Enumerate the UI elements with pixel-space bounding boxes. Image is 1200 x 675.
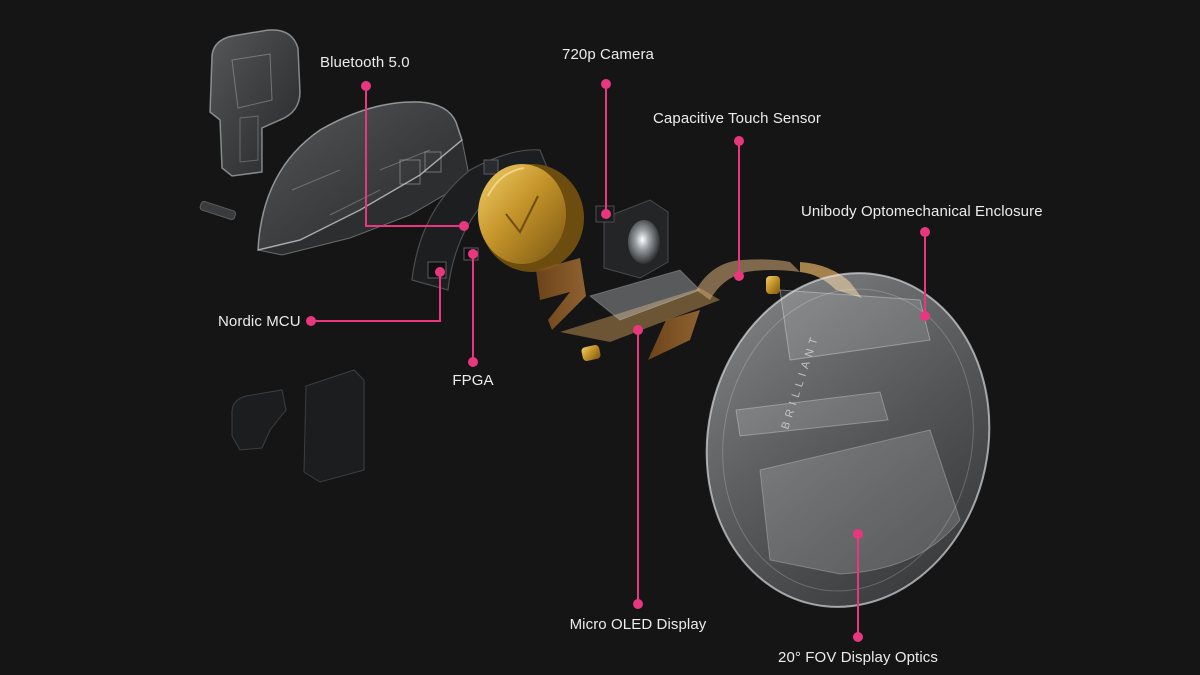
label-oled: Micro OLED Display (569, 616, 707, 633)
dot-optics-label (853, 632, 863, 642)
label-touch-sensor: Capacitive Touch Sensor (653, 110, 821, 127)
flex-cables (536, 258, 862, 360)
battery-cell (478, 164, 584, 272)
optics-enclosure: BRILLIANT (705, 272, 991, 608)
dot-optics-part (853, 529, 863, 539)
dot-touch-label (734, 136, 744, 146)
dot-enclosure-part (920, 311, 930, 321)
dot-mcu-part (435, 267, 445, 277)
screw (199, 200, 237, 221)
leader-bluetooth (365, 86, 464, 227)
dot-mcu-label (306, 316, 316, 326)
brass-standoffs (581, 276, 780, 361)
temple-housing (257, 101, 471, 256)
dot-fpga-part (468, 249, 478, 259)
nose-pads (231, 369, 365, 483)
dot-touch-part (734, 271, 744, 281)
dot-camera-part (601, 209, 611, 219)
label-enclosure: Unibody Optomechanical Enclosure (801, 203, 1043, 220)
callout-dots (306, 79, 930, 642)
dot-bluetooth-label (361, 81, 371, 91)
dot-camera-label (601, 79, 611, 89)
callout-leaders (311, 84, 926, 637)
label-bluetooth: Bluetooth 5.0 (320, 54, 410, 71)
label-camera: 720p Camera (562, 46, 654, 63)
leader-mcu (311, 272, 441, 322)
dot-oled-label (633, 599, 643, 609)
hinge-block (209, 29, 301, 177)
label-optics: 20° FOV Display Optics (778, 649, 938, 666)
dot-enclosure-label (920, 227, 930, 237)
label-mcu: Nordic MCU (218, 313, 301, 330)
label-fpga: FPGA (452, 372, 494, 389)
dot-bluetooth-part (459, 221, 469, 231)
dot-fpga-label (468, 357, 478, 367)
camera-module (595, 199, 669, 279)
dot-oled-part (633, 325, 643, 335)
